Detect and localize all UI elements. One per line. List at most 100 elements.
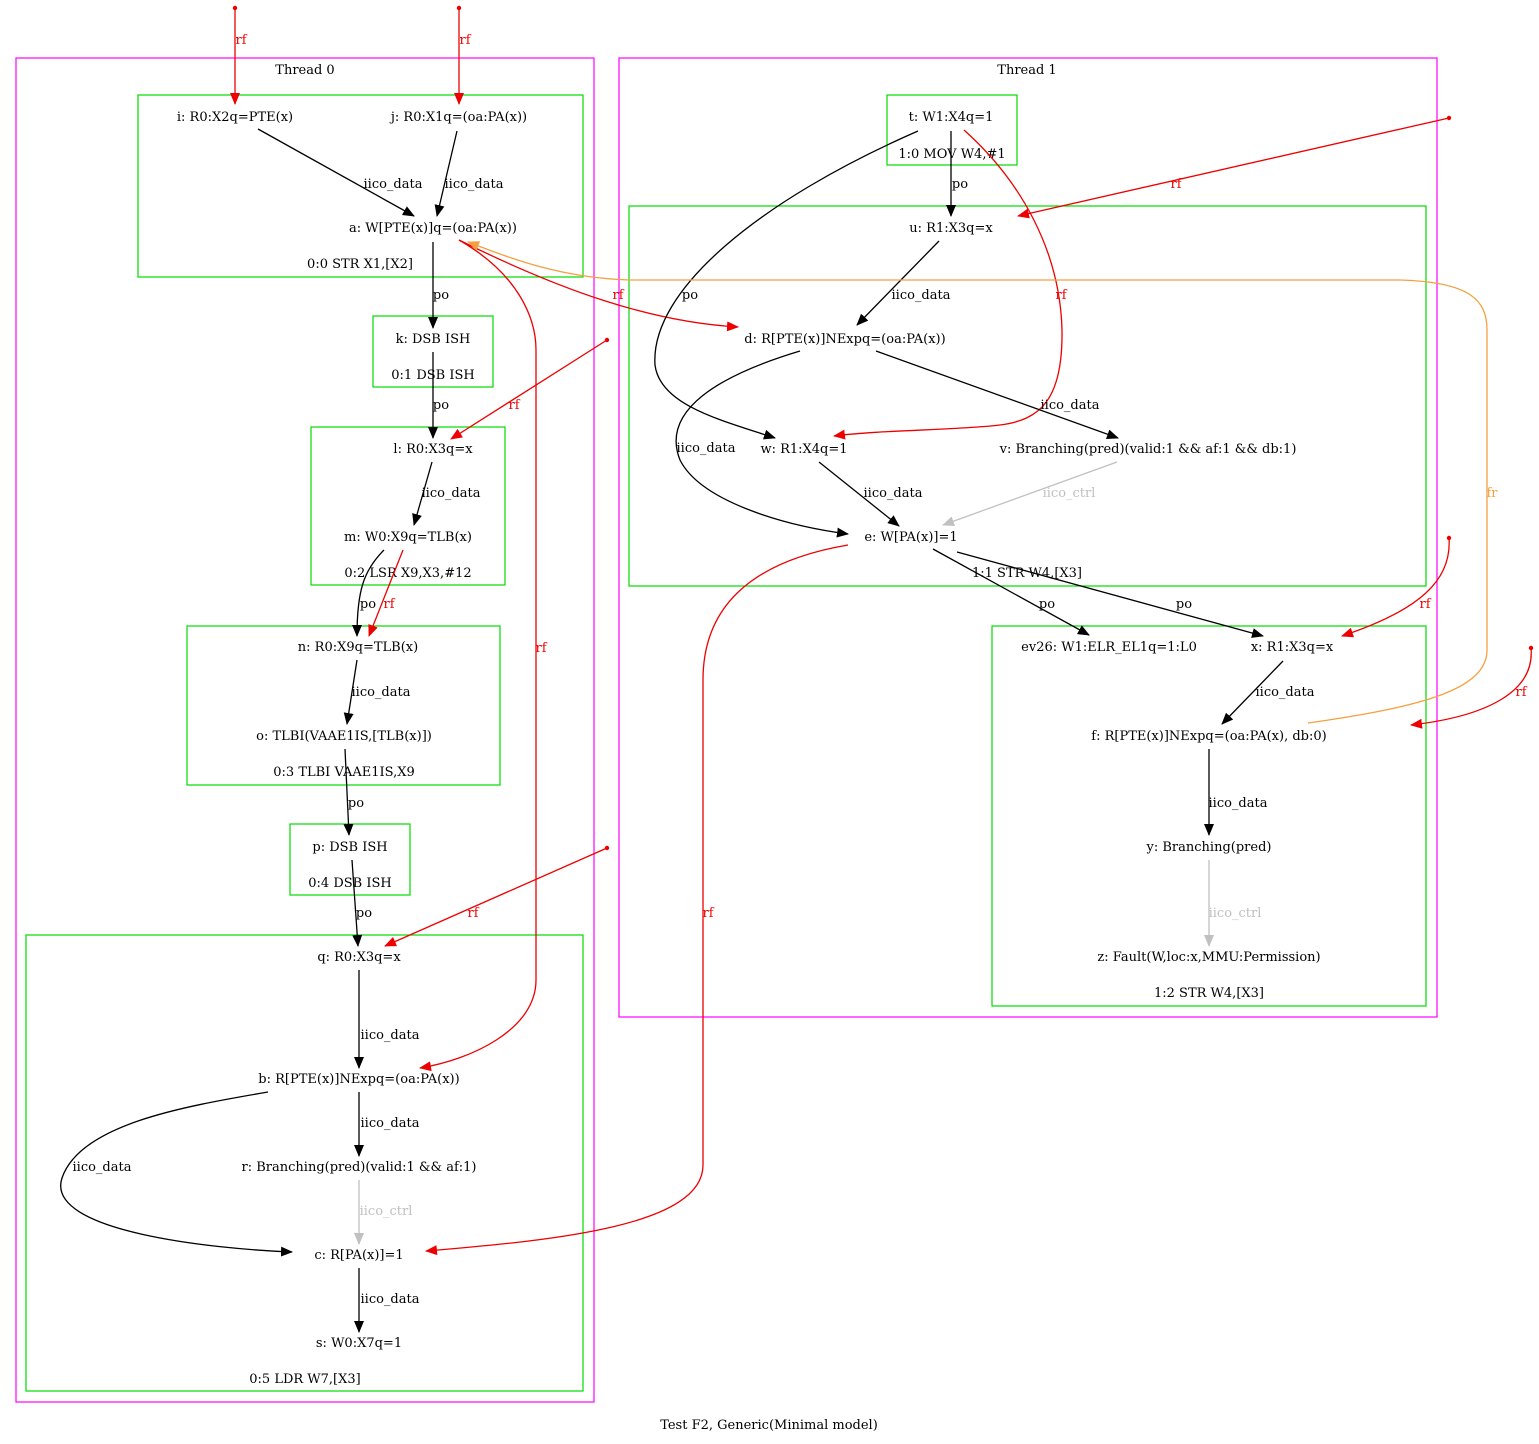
edge-line [434,130,458,217]
event-node-k: k: DSB ISH [396,332,471,347]
event-node-j: j: R0:X1q=(oa:PA(x)) [389,110,527,125]
instruction-1-1-label: 1:1 STR W4,[X3] [972,566,1082,581]
event-node-t: t: W1:X4q=1 [909,110,994,125]
edge-iico-ctrl-v-to-e: iico_ctrl [942,461,1118,526]
instruction-1-2: 1:2 STR W4,[X3] [991,625,1427,1007]
event-node-i: i: R0:X2q=PTE(x) [177,110,293,125]
edge-label: rf [459,33,471,48]
edge-label: po [356,906,372,921]
initial-state-dot [604,845,610,851]
edge-label: po [682,288,698,303]
thread-0-cluster: Thread 0 [15,57,595,1403]
edge-line [257,128,415,217]
edge-line [654,130,919,440]
edge-iico-ctrl-y-to-z: iico_ctrl [1204,860,1262,947]
edge-rf-init-to-x: rf [1341,535,1452,638]
edge-label: rf [1419,597,1431,612]
event-node-n: n: R0:X9q=TLB(x) [298,640,418,655]
instruction-1-2-label: 1:2 STR W4,[X3] [1154,986,1264,1001]
edge-label: iico_ctrl [1209,906,1262,921]
event-node-z: z: Fault(W,loc:x,MMU:Permission) [1097,950,1320,965]
nodes-layer: i: R0:X2q=PTE(x) j: R0:X1q=(oa:PA(x)) a:… [177,110,1334,1351]
initial-state-dot [1528,645,1534,651]
edge-line [942,461,1118,526]
instruction-0-4: 0:4 DSB ISH [289,823,411,896]
thread-1-cluster: Thread 1 [618,57,1438,1018]
event-node-b: b: R[PTE(x)]NExpq=(oa:PA(x)) [258,1072,459,1087]
edge-po-a-to-k: po [428,242,449,329]
edge-label: iico_data [352,685,411,700]
edge-line [833,129,1063,440]
edge-label: iico_data [361,1116,420,1131]
edge-line [412,461,433,526]
edge-label: po [433,398,449,413]
edge-line [856,240,940,326]
edge-label: po [433,288,449,303]
edge-rf-a-to-b: rf [419,239,548,1072]
edge-label: iico_data [1041,398,1100,413]
edge-label: iico_data [1256,685,1315,700]
edge-iico-data-b-to-r: iico_data [354,1092,420,1157]
edge-iico-data-d-to-e: iico_data [675,350,849,538]
edge-line [818,461,900,527]
edge-line [467,241,1488,724]
edge-rf-e-to-c: rf [425,544,849,1256]
event-node-f: f: R[PTE(x)]NExpq=(oa:PA(x), db:0) [1091,729,1326,744]
edge-line [450,339,608,440]
event-node-d: d: R[PTE(x)]NExpq=(oa:PA(x)) [744,332,945,347]
edge-label: po [1039,597,1055,612]
edge-line [1221,660,1284,725]
edge-po-p-to-q: po [351,859,372,947]
edge-iico-data-j-to-a: iico_data [434,130,504,217]
edge-label: iico_data [864,486,923,501]
event-node-ev26: ev26: W1:ELR_EL1q=1:L0 [1021,640,1197,655]
instruction-0-4-label: 0:4 DSB ISH [308,876,391,891]
edge-line [875,350,1119,439]
edge-label: iico_data [892,288,951,303]
edge-iico-data-x-to-f: iico_data [1221,660,1315,725]
event-node-y: y: Branching(pred) [1146,840,1272,855]
instruction-0-2: 0:2 LSR X9,X3,#12 [310,426,506,586]
edge-rf-t-to-w: rf [833,129,1068,440]
edge-label: rf [235,33,247,48]
event-node-o: o: TLBI(VAAE1IS,[TLB(x)]) [256,729,432,744]
edge-label: rf [535,641,547,656]
initial-state-dot [456,5,462,11]
edge-label: iico_data [1209,796,1268,811]
edge-line [343,748,354,836]
edge-line [351,859,363,947]
event-node-m: m: W0:X9q=TLB(x) [344,530,472,545]
event-node-r: r: Branching(pred)(valid:1 && af:1) [242,1160,477,1175]
edge-iico-data-q-to-b: iico_data [354,970,420,1069]
event-node-w: w: R1:X4q=1 [760,442,847,457]
edge-iico-ctrl-r-to-c: iico_ctrl [354,1180,412,1245]
edge-rf-m-to-n: rf [368,549,404,637]
edge-label: iico_data [361,1292,420,1307]
edge-iico-data-n-to-o: iico_data [343,659,411,725]
event-node-p: p: DSB ISH [312,840,387,855]
edge-rf-a-to-d: rf [458,239,739,332]
edge-label: iico_data [364,177,423,192]
diagram-caption: Test F2, Generic(Minimal model) [660,1418,878,1433]
edge-line [425,544,849,1256]
edge-iico-data-u-to-d: iico_data [856,240,951,326]
edge-label: iico_data [422,486,481,501]
thread-1-border [618,57,1438,1018]
edge-label: iico_data [677,441,736,456]
edge-rf-init-to-q: rf [384,845,610,947]
edge-label: po [952,177,968,192]
edge-label: iico_data [361,1028,420,1043]
edge-line [352,549,385,637]
event-node-l: l: R0:X3q=x [393,442,473,457]
thread-1-label: Thread 1 [997,63,1056,78]
edge-line [1341,537,1450,638]
edge-rf-init-to-l: rf [450,337,610,440]
edge-iico-data-l-to-m: iico_data [412,461,481,526]
edge-fr-f-to-a: fr [467,241,1498,724]
edge-label: iico_data [445,177,504,192]
edge-line [458,239,739,332]
instruction-0-3: 0:3 TLBI VAAE1IS,X9 [186,625,501,786]
edge-rf-init-to-u: rf [1017,115,1452,219]
instruction-0-0: 0:0 STR X1,[X2] [137,94,584,278]
